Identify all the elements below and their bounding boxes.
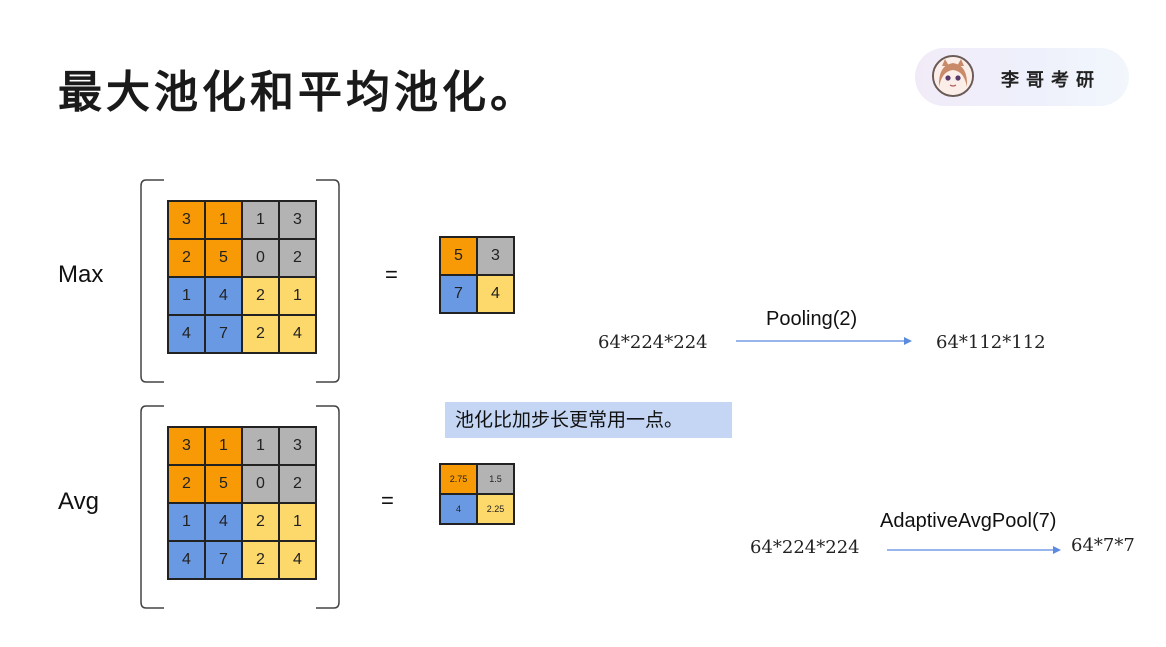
grid-cell: 1	[168, 503, 205, 541]
avatar-icon	[932, 55, 974, 97]
grid-cell: 4	[168, 541, 205, 579]
grid-cell: 2	[168, 465, 205, 503]
grid-cell: 2	[242, 503, 279, 541]
adaptive-input-dim: 64*224*224	[750, 537, 860, 558]
grid-cell: 1.5	[477, 464, 514, 494]
grid-cell: 3	[168, 427, 205, 465]
max-label: Max	[58, 261, 104, 288]
pooling-output-dim: 64*112*112	[936, 332, 1046, 353]
pooling-arrow	[736, 337, 912, 345]
brand-badge: 李哥考研	[915, 48, 1129, 106]
grid-cell: 7	[205, 541, 242, 579]
grid-cell: 3	[279, 427, 316, 465]
grid-cell: 2	[279, 239, 316, 277]
grid-cell: 4	[168, 315, 205, 353]
grid-cell: 7	[205, 315, 242, 353]
grid-cell: 4	[205, 503, 242, 541]
brand-name: 李哥考研	[1001, 70, 1101, 91]
grid-cell: 2	[168, 239, 205, 277]
grid-cell: 0	[242, 239, 279, 277]
grid-cell: 1	[205, 201, 242, 239]
grid-cell: 2	[242, 315, 279, 353]
max-matrix-brackets	[140, 179, 340, 383]
grid-cell: 1	[242, 427, 279, 465]
grid-cell: 2	[242, 277, 279, 315]
grid-cell: 2.75	[440, 464, 477, 494]
page-title: 最大池化和平均池化。	[58, 67, 538, 118]
avg-label: Avg	[58, 488, 99, 515]
max-equals: =	[385, 262, 398, 287]
grid-cell: 5	[205, 465, 242, 503]
grid-cell: 5	[205, 239, 242, 277]
adaptive-op-label: AdaptiveAvgPool(7)	[880, 510, 1057, 532]
grid-cell: 4	[279, 541, 316, 579]
grid-cell: 4	[440, 494, 477, 524]
avg-matrix-brackets	[140, 405, 340, 609]
grid-cell: 3	[279, 201, 316, 239]
note-callout: 池化比加步长更常用一点。	[445, 402, 732, 438]
grid-cell: 1	[279, 503, 316, 541]
pooling-op-label: Pooling(2)	[766, 308, 858, 330]
pooling-input-dim: 64*224*224	[598, 332, 708, 353]
grid-cell: 1	[168, 277, 205, 315]
grid-cell: 4	[477, 275, 514, 313]
adaptive-output-dim: 64*7*7	[1071, 535, 1135, 556]
grid-cell: 7	[440, 275, 477, 313]
grid-cell: 2.25	[477, 494, 514, 524]
grid-cell: 2	[279, 465, 316, 503]
grid-cell: 1	[279, 277, 316, 315]
adaptive-arrow	[887, 546, 1061, 554]
avg-equals: =	[381, 488, 394, 513]
grid-cell: 4	[205, 277, 242, 315]
grid-cell: 3	[168, 201, 205, 239]
grid-cell: 1	[205, 427, 242, 465]
grid-cell: 5	[440, 237, 477, 275]
grid-cell: 2	[242, 541, 279, 579]
grid-cell: 3	[477, 237, 514, 275]
grid-cell: 0	[242, 465, 279, 503]
grid-cell: 4	[279, 315, 316, 353]
grid-cell: 1	[242, 201, 279, 239]
